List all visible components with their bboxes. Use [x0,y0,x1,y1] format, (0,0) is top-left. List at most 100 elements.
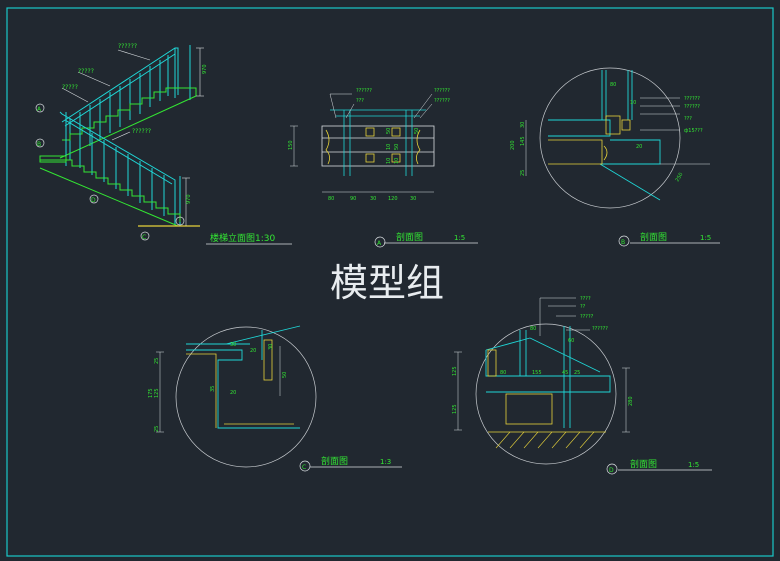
section-d-dim-m1: 80 [500,370,506,376]
section-a-scale: 1:5 [454,234,465,242]
section-b-note-1: ?????? [684,96,700,102]
section-a-tag: A [377,240,382,247]
elevation-dim-1: 970 [202,64,208,74]
section-c-dim-i1: 35 [210,386,216,392]
section-b-note-2: ?????? [684,104,700,110]
section-b-detail-circle [539,67,681,209]
section-c-dim-l1: 25 [154,358,160,364]
section-a-dim-i4: 50 [394,144,400,150]
elevation-dim-2: 970 [186,194,192,204]
section-d-note-4: ?????? [592,326,608,332]
elevation-title: 楼梯立面图1:30 [210,232,275,244]
section-d-dim-m2: 155 [532,370,542,376]
elevation-note-2: ????? [78,68,94,75]
section-c-dim-i3: 50 [282,372,288,378]
section-d-dim-l2: 125 [452,404,458,414]
marker-d-label: D [91,197,96,204]
section-b-dim-l2: 145 [520,136,526,146]
section-b-tag: B [621,239,625,246]
elevation-note-4: ?????? [132,128,151,135]
section-a-note-2: ??? [356,98,364,104]
section-a-dim-b1: 80 [328,196,334,202]
section-b-dim-t2: 10 [630,100,636,106]
section-c-title: 剖面图 [321,455,348,467]
section-b-note-3: ??? [684,116,692,122]
marker-b-label: B [37,141,41,148]
section-d-dim-m3: 45 [562,370,568,376]
section-d-dim-t2: 60 [568,338,574,344]
marker-c-circle [140,231,150,241]
section-d-view: ???? ?? ????? ?????? 80 60 80 155 45 25 … [452,296,712,475]
section-d-title: 剖面图 [630,458,657,470]
section-a-dim-i2: 50 [414,128,420,134]
lower-flight-steps [39,155,181,227]
section-a-dim-i1: 50 [386,128,392,134]
section-c-dim-l2: 175 [148,388,154,398]
elevation-note-1: ?????? [118,43,137,50]
upper-railing [61,45,191,160]
section-c-tag-circle [299,460,311,472]
marker-c-label: C [142,234,146,241]
watermark-text: 模型组 [330,261,444,305]
lower-railing [59,111,181,225]
section-d-dim-l1: 125 [452,366,458,376]
section-d-floor-hatch [495,431,595,449]
section-b-tag-circle [618,235,630,247]
section-c-dim-t1: 30 [230,342,236,348]
marker-b-circle [35,138,45,148]
section-b-dim-m2: 250 [675,172,685,183]
section-a-dim-left: 150 [288,140,294,150]
section-a-dim-i5: 10 [386,158,392,164]
section-d-scale: 1:5 [688,461,699,469]
upper-flight-steps [59,87,197,159]
section-a-note-3: ?????? [434,88,450,94]
marker-a-label: A [37,106,42,113]
section-a-title: 剖面图 [396,231,423,243]
section-d-tag: D [609,467,614,474]
elevation-note-3: ????? [62,84,78,91]
section-a-view: ?????? ??? ?????? ?????? 150 80 90 30 12… [288,88,478,248]
section-c-dim-t2: 20 [250,348,256,354]
marker-a-circle [35,103,45,113]
section-d-note-2: ?? [580,304,586,310]
section-d-dim-t1: 80 [530,326,536,332]
section-d-tag-circle [606,463,618,475]
section-c-tag: C [302,464,306,471]
section-b-scale: 1:5 [700,234,711,242]
marker-b2-circle [175,216,185,226]
section-b-dim-m1: 20 [636,144,642,150]
section-b-dim-l1: 30 [520,122,526,128]
section-a-dim-i6: 10 [394,158,400,164]
section-a-note-4: ?????? [434,98,450,104]
section-a-dim-b3: 30 [370,196,376,202]
section-c-dim-l4: 25 [154,426,160,432]
section-d-dim-r1: 280 [628,396,634,406]
section-a-tag-circle [374,236,386,248]
section-b-note-4: ф15??? [684,128,703,134]
section-a-dim-b4: 120 [388,196,398,202]
section-d-dim-m4: 25 [574,370,580,376]
marker-d-circle [89,194,99,204]
section-a-note-1: ?????? [356,88,372,94]
sheet-frame [6,7,774,557]
section-b-title: 剖面图 [640,231,667,243]
section-d-detail-circle [475,323,617,465]
section-a-dim-b5: 30 [410,196,416,202]
section-c-dim-t3: 30 [268,344,274,350]
section-b-dim-l4: 25 [520,170,526,176]
section-c-dim-i2: 20 [230,390,236,396]
stair-elevation-view: A B C D ?????? ????? ????? ?????? 970 97… [35,43,292,245]
section-b-view: ?????? ?????? ??? ф15??? 30 145 200 25 8… [510,67,720,247]
section-c-detail-circle [175,326,317,468]
section-c-view: 25 175 125 25 30 20 30 35 20 50 C 剖面图 1:… [148,325,402,472]
section-c-dim-l3: 125 [154,388,160,398]
section-c-scale: 1:3 [380,458,391,466]
section-b-dim-l3: 200 [510,140,516,150]
section-b-dim-t1: 80 [610,82,616,88]
section-a-dim-i3: 10 [386,144,392,150]
section-a-dim-b2: 90 [350,196,356,202]
section-d-note-3: ????? [580,314,594,320]
section-d-note-1: ???? [580,296,591,302]
